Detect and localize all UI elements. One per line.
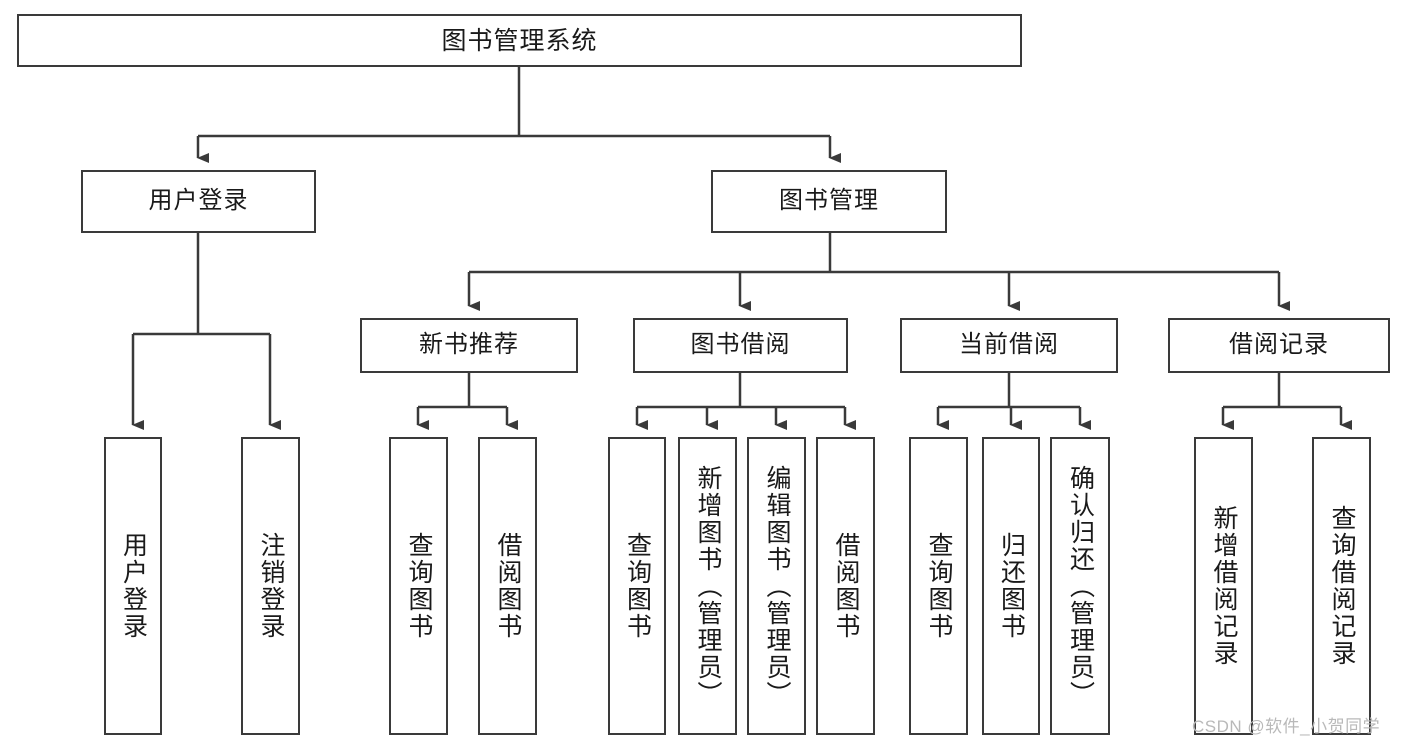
node-user-login-label: 用户登录 [148, 187, 249, 215]
node-leaf-query-book-1-label: 查询图书 [405, 532, 433, 640]
node-leaf-add-record[interactable]: 新增借阅记录 [1194, 437, 1253, 735]
node-borrow-record[interactable]: 借阅记录 [1168, 318, 1390, 373]
node-leaf-query-book-1[interactable]: 查询图书 [389, 437, 448, 735]
node-book-manage[interactable]: 图书管理 [711, 170, 947, 233]
node-leaf-borrow-book-1[interactable]: 借阅图书 [478, 437, 537, 735]
node-leaf-query-book-3[interactable]: 查询图书 [909, 437, 968, 735]
node-leaf-edit-book[interactable]: 编辑图书（管理员） [747, 437, 806, 735]
node-leaf-edit-book-label: 编辑图书（管理员） [763, 464, 791, 708]
node-leaf-logout[interactable]: 注销登录 [241, 437, 300, 735]
node-book-borrow-label: 图书借阅 [690, 331, 791, 359]
node-leaf-add-book[interactable]: 新增图书（管理员） [678, 437, 737, 735]
node-leaf-query-book-2-label: 查询图书 [623, 532, 652, 640]
node-leaf-confirm-return[interactable]: 确认归还（管理员） [1050, 437, 1110, 735]
node-user-login[interactable]: 用户登录 [81, 170, 316, 233]
node-borrow-record-label: 借阅记录 [1229, 331, 1329, 359]
node-current-borrow[interactable]: 当前借阅 [900, 318, 1118, 373]
node-new-book-recommend-label: 新书推荐 [419, 331, 519, 359]
node-root-label: 图书管理系统 [441, 26, 598, 55]
node-leaf-query-record[interactable]: 查询借阅记录 [1312, 437, 1371, 735]
node-leaf-return-book[interactable]: 归还图书 [982, 437, 1040, 735]
node-leaf-user-login-label: 用户登录 [119, 532, 148, 640]
node-leaf-borrow-book-2-label: 借阅图书 [832, 532, 860, 640]
node-leaf-add-record-label: 新增借阅记录 [1210, 505, 1238, 667]
node-current-borrow-label: 当前借阅 [959, 331, 1059, 359]
node-leaf-confirm-return-label: 确认归还（管理员） [1066, 464, 1095, 708]
node-leaf-return-book-label: 归还图书 [997, 532, 1026, 640]
node-leaf-query-book-2[interactable]: 查询图书 [608, 437, 666, 735]
node-new-book-recommend[interactable]: 新书推荐 [360, 318, 578, 373]
node-leaf-query-book-3-label: 查询图书 [925, 532, 953, 640]
node-book-borrow[interactable]: 图书借阅 [633, 318, 848, 373]
watermark: CSDN @软件_小贺同学 [1192, 717, 1381, 736]
node-book-manage-label: 图书管理 [779, 187, 879, 215]
node-leaf-query-record-label: 查询借阅记录 [1328, 505, 1356, 667]
node-leaf-borrow-book-1-label: 借阅图书 [494, 532, 522, 640]
node-leaf-logout-label: 注销登录 [257, 532, 285, 640]
node-leaf-borrow-book-2[interactable]: 借阅图书 [816, 437, 875, 735]
node-leaf-user-login[interactable]: 用户登录 [104, 437, 162, 735]
node-leaf-add-book-label: 新增图书（管理员） [694, 464, 722, 708]
node-root[interactable]: 图书管理系统 [17, 14, 1022, 67]
